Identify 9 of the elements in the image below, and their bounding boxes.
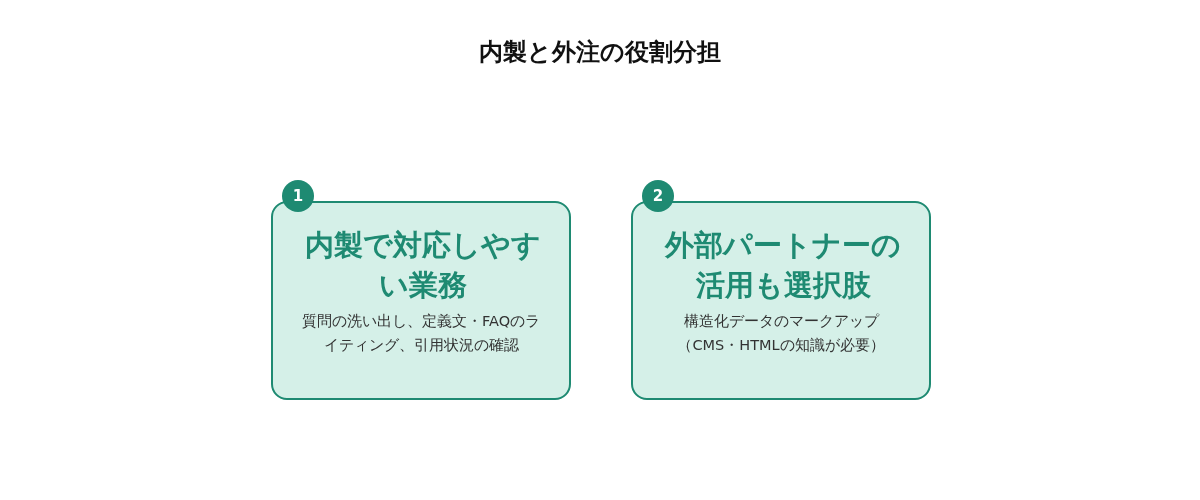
card-heading: 外部パートナーの活用も選択肢 bbox=[663, 227, 902, 304]
card-heading: 内製で対応しやすい業務 bbox=[304, 227, 542, 304]
card-text: 質問の洗い出し、定義文・FAQのライティング、引用状況の確認 bbox=[300, 312, 542, 355]
card bbox=[271, 201, 571, 400]
card bbox=[631, 201, 931, 400]
title: 内製と外注の役割分担 bbox=[479, 37, 721, 68]
number-badge: 2 bbox=[642, 180, 674, 212]
number-badge: 1 bbox=[282, 180, 314, 212]
card-text: 構造化データのマークアップ（CMS・HTMLの知識が必要） bbox=[676, 312, 886, 355]
